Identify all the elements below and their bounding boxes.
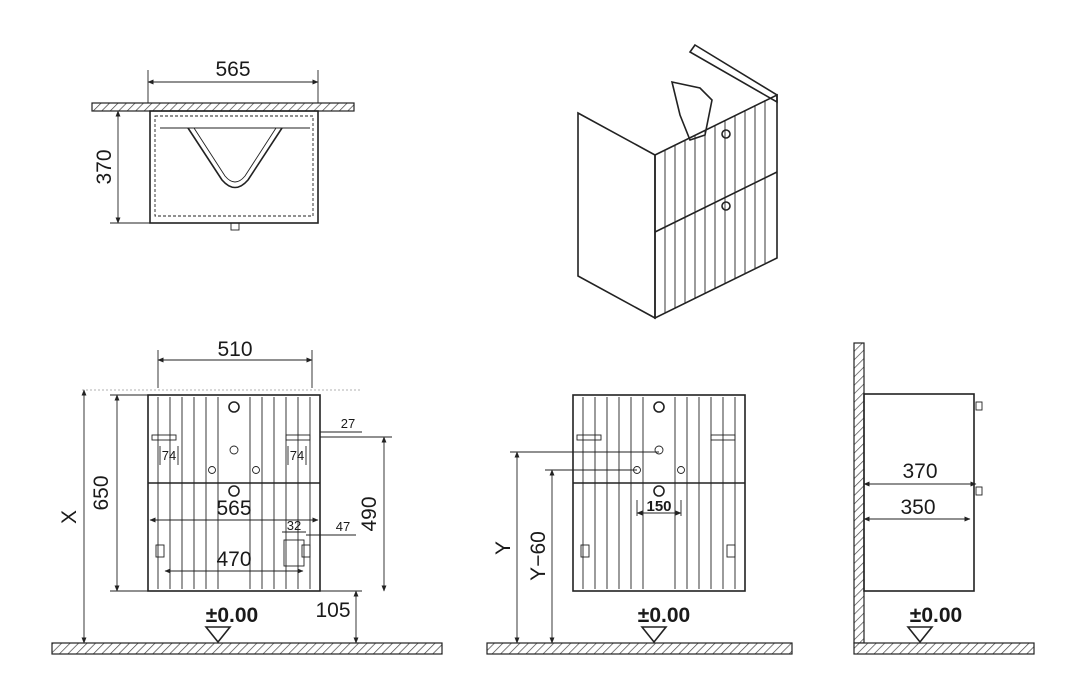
left-hole-label: 74 — [162, 448, 176, 463]
side-total-depth-label: 370 — [902, 460, 937, 483]
middle-floor — [486, 642, 793, 655]
cabinet-side-panel — [577, 111, 656, 320]
install-height-var-label: X — [58, 510, 81, 524]
front-floor — [51, 642, 443, 655]
top-view: 565 370 — [91, 58, 355, 231]
side-cabinet — [863, 393, 975, 592]
front-floor-level-label: ±0.00 — [206, 604, 258, 627]
siphon — [670, 80, 713, 141]
middle-cabinet — [572, 394, 746, 592]
middle-floor-level-label: ±0.00 — [638, 604, 690, 627]
basin-outline — [187, 127, 283, 189]
install-y-offset-label: Y−60 — [527, 531, 550, 581]
right-hole-label: 74 — [290, 448, 304, 463]
upper-knob — [721, 129, 731, 139]
lower-knob — [721, 201, 731, 211]
side-view: 370 350 ±0.00 — [853, 342, 1035, 655]
middle-view: 150 Y Y−60 ±0.00 — [486, 394, 793, 655]
wall — [853, 342, 865, 644]
side-body-depth-label: 350 — [900, 496, 935, 519]
floor-clearance-label: 105 — [315, 599, 350, 622]
hole-spacing-label: 150 — [646, 498, 671, 515]
side-offset-label: 27 — [341, 416, 355, 431]
front-top-width-label: 510 — [217, 338, 252, 361]
mid-width-label: 565 — [216, 497, 251, 520]
isometric-view — [577, 43, 778, 320]
side-floor — [853, 642, 1035, 655]
top-depth-label: 370 — [93, 149, 116, 184]
bottom-width-label: 470 — [216, 548, 251, 571]
side-floor-level-label: ±0.00 — [910, 604, 962, 627]
mount-height-label: 490 — [358, 496, 381, 531]
front-cabinet — [147, 394, 321, 592]
countertop — [91, 102, 355, 112]
front-grooves — [664, 100, 766, 313]
drawer-split — [654, 171, 778, 233]
pipe-gap-label: 32 — [287, 518, 301, 533]
cabinet-front-panel — [654, 93, 778, 320]
install-y-label: Y — [492, 541, 515, 555]
pipe-offset-label: 47 — [336, 519, 350, 534]
top-width-label: 565 — [215, 58, 250, 81]
front-view: 510 74 74 27 565 32 47 — [51, 338, 443, 655]
total-height-label: 650 — [90, 475, 113, 510]
